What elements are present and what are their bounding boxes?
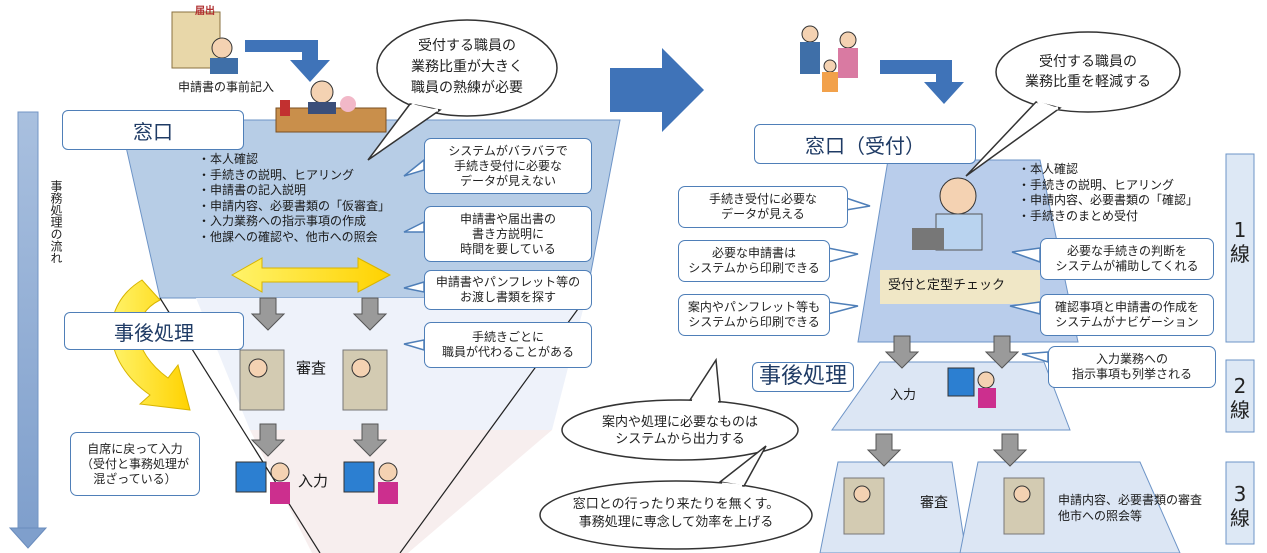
check-label: 受付と定型チェック xyxy=(888,278,1006,293)
prefill-label: 申請書の事前記入 xyxy=(178,80,275,94)
right-task-list: ・本人確認・手続きの説明、ヒアリング・申請内容、必要書類の「確認」・手続きのまと… xyxy=(1018,162,1199,223)
left-post-title: 事後処理 xyxy=(64,312,244,350)
left-callout-2: 申請書や届出書の書き方説明に時間を要している xyxy=(424,206,592,262)
left-clerks-review xyxy=(239,349,388,411)
left-top-bubble xyxy=(376,19,558,117)
right-callout-right-1: 必要な手続きの判断をシステムが補助してくれる xyxy=(1040,238,1214,280)
right-callout-left-2: 必要な申請書はシステムから印刷できる xyxy=(678,240,830,282)
flow-arrow-head xyxy=(8,527,48,549)
right-family xyxy=(800,25,858,92)
right-callout-left-1: 手続き受付に必要なデータが見える xyxy=(678,186,848,228)
left-task-list: ・本人確認・手続きの説明、ヒアリング・申請書の記入説明 ・申請内容、必要書類の「… xyxy=(198,152,391,244)
yellow-double-arrow xyxy=(230,257,392,293)
right-blue-curve-arrow xyxy=(880,60,964,104)
right-review-note: 申請内容、必要書類の審査他市への照会等 xyxy=(1058,493,1203,523)
left-review-label: 審査 xyxy=(296,359,327,377)
left-triangle-bottom-band xyxy=(250,430,552,553)
left-blue-curve-arrow xyxy=(245,40,330,82)
left-prefill-person xyxy=(171,11,238,74)
right-callout-left-3: 案内やパンフレット等もシステムから印刷できる xyxy=(678,294,830,336)
stamp-label: 届出 xyxy=(195,6,215,17)
right-top-bubble-text: 受付する職員の業務比重を軽減する xyxy=(1025,54,1151,90)
right-input-label: 入力 xyxy=(890,388,917,403)
left-callout-3: 申請書やパンフレット等のお渡し書類を探す xyxy=(424,270,592,310)
right-callout-right-2: 確認事項と申請書の作成をシステムがナビゲーション xyxy=(1040,294,1214,336)
right-window-title: 窓口（受付） xyxy=(754,124,976,164)
left-callout-4: 手続きごとに職員が代わることがある xyxy=(424,322,592,368)
right-callout-right-3: 入力業務への指示事項も列挙される xyxy=(1048,346,1216,388)
left-return-note: 自席に戻って入力（受付と事務処理が混ざっている） xyxy=(70,432,200,496)
left-window-clerk xyxy=(275,80,387,133)
bottom-bubble xyxy=(539,480,813,550)
right-post-title: 事後処理 xyxy=(752,362,855,392)
left-clerks-input xyxy=(235,461,398,504)
big-center-arrow xyxy=(610,48,704,132)
gray-down-arrows-left xyxy=(250,297,388,457)
right-top-bubble xyxy=(995,31,1181,113)
output-bubble-text: 案内や処理に必要なものはシステムから出力する xyxy=(601,415,758,447)
left-window-title: 窓口 xyxy=(62,110,244,150)
flow-label: 事務処理の流れ xyxy=(49,180,63,264)
right-review-label: 審査 xyxy=(920,495,948,511)
output-bubble xyxy=(561,399,799,461)
flow-arrow-shaft xyxy=(17,111,39,533)
left-input-label: 入力 xyxy=(298,472,329,490)
left-callout-1: システムがバラバラで手続き受付に必要なデータが見えない xyxy=(424,138,592,194)
right-reception-clerk xyxy=(912,177,983,251)
left-top-bubble-text: 受付する職員の業務比重が大きく職員の熟練が必要 xyxy=(411,38,523,96)
bottom-bubble-text: 窓口との行ったり来たりを無くす。事務処理に専念して効率を上げる xyxy=(572,497,780,530)
